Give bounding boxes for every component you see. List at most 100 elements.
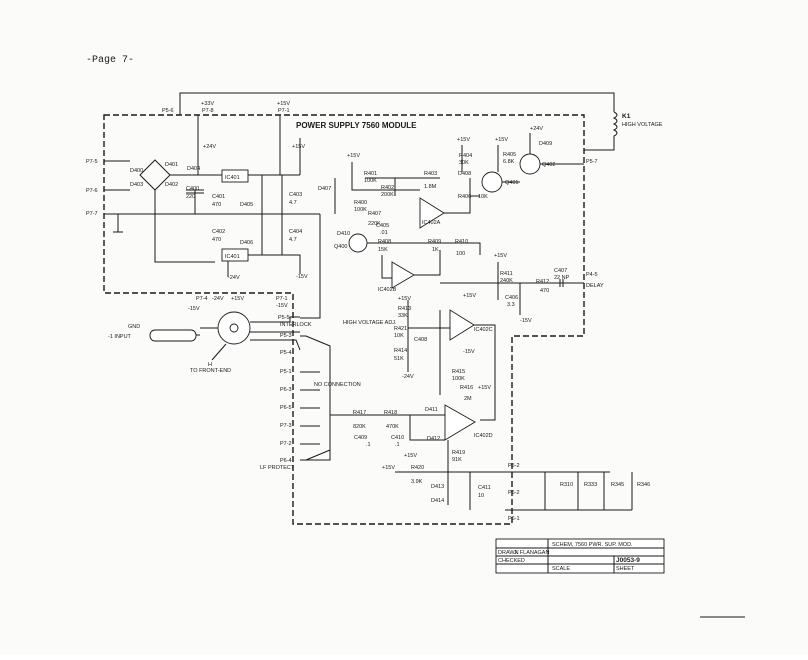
label-r409v: 1K [432,247,439,253]
d413-d414-wires [447,472,471,510]
label-ic402c: IC402C [474,327,493,333]
label-ic401-lower: IC401 [225,254,240,260]
label-p5-7: P5-7 [586,159,598,165]
label-r400: R400 [354,200,367,206]
label-p15v-mid: +15V [347,153,360,159]
ic402b-opamp [391,261,415,289]
label-interlock: INTERLOCK [280,322,312,328]
label-c410: C410 [391,435,404,441]
label-p15v-r404: +15V [457,137,470,143]
label-r405: R405 [503,152,516,158]
label-r411: R411 [500,271,513,277]
title-block-scale-label: SCALE [552,566,570,572]
label-d409: D409 [539,141,552,147]
label-c405v: .01 [380,230,388,236]
label-p15v-r413: +15V [398,296,411,302]
label-r403: R403 [424,171,437,177]
label-p33v: +33V [201,101,214,107]
r411-wires [497,262,521,315]
label-d404: D404 [187,166,200,172]
label-c407: C407 [554,268,567,274]
label-delay: DELAY [586,283,604,289]
label-c405: C405 [376,223,389,229]
module-title: POWER SUPPLY 7560 MODULE [296,121,417,130]
label-c401: C401 [212,194,225,200]
label-r310: R310 [560,482,573,488]
label-r410v: 100 [456,251,465,257]
label-c404: C404 [289,229,302,235]
label-m24v: -24V [228,275,240,281]
label-p7-7: P7-7 [86,211,98,217]
label-p24v: +24V [203,144,216,150]
label-m24v-pin: -24V [212,296,224,302]
label-p15v-c410: +15V [404,453,417,459]
label-r406v: 10K [478,194,488,200]
label-p5-5: P5-5 [278,315,290,321]
rectifier-out [154,174,215,263]
label-ic402d: IC402D [474,433,493,439]
label-r346: R346 [637,482,650,488]
label-r414: R414 [394,348,407,354]
label-r416: R416 [460,385,473,391]
label-gnd: GND [128,324,140,330]
label-r408: R408 [378,239,391,245]
q400 [348,233,368,253]
label-r402v: 200K [381,192,394,198]
label-lf-protect: LF PROTECT [260,465,295,471]
label-p7-8: P7-8 [202,108,214,114]
label-p6-5: P6-5 [280,405,292,411]
title-block-checked-label: CHECKED [498,558,525,564]
label-d407: D407 [318,186,331,192]
label-p7-6: P7-6 [86,188,98,194]
label-r414v: 51K [394,356,404,362]
ic402d-inputs [352,414,445,441]
label-q402: Q402 [542,162,555,168]
upper-reg-wires [197,115,301,176]
title-block-drawn-label: DRAWN [498,550,519,556]
upper-caps [261,175,283,214]
c407-cap [559,279,584,287]
title-block-sheet-label: SHEET [616,566,635,572]
label-r418v: 470K [386,424,399,430]
label-c411v: 10 [478,493,484,499]
label-p7-2: P7-2 [280,441,292,447]
ic402d-opamp [444,404,476,441]
q402 [519,153,541,175]
hv-adj-divider [407,300,450,372]
label-p6-3: P6-3 [280,387,292,393]
label-c403v: 4.7 [289,200,297,206]
label-r420: R420 [411,465,424,471]
label-ic401-upper: IC401 [225,175,240,181]
interlock-wires [300,214,352,461]
label-c403: C403 [289,192,302,198]
label-r420v: 3.9K [411,479,423,485]
label-r417v: 820K [353,424,366,430]
label-c401v: 470 [212,202,221,208]
ic402a-output [444,178,480,214]
relay-name: K1 [622,113,631,120]
label-q401: Q401 [505,180,518,186]
label-p15v-r420: +15V [382,465,395,471]
label-p15v-ic402c: +15V [463,293,476,299]
ic402c-output [439,310,496,421]
label-m15v-left: -15V [188,306,200,312]
label-c402v: 470 [212,237,221,243]
label-p5-3: P5-3 [280,333,292,339]
page-label: -Page 7- [86,55,134,66]
label-r409: R409 [428,239,441,245]
label-to-front-end: TO FRONT-END [190,368,231,374]
relay-feed-wire [179,92,615,115]
label-r416v: 2M [464,396,472,402]
ic402a-opamp [419,197,445,229]
label-r419: R419 [452,450,465,456]
label-p24v-q402: +24V [530,126,543,132]
label-c402: C402 [212,229,225,235]
label-c409: C409 [354,435,367,441]
label-p5-2: P5-2 [508,463,520,469]
label-r417: R417 [353,410,366,416]
label-r415: R415 [452,369,465,375]
label-r418: R418 [384,410,397,416]
label-d414: D414 [431,498,444,504]
label-m15v-ic402c: -15V [463,349,475,355]
